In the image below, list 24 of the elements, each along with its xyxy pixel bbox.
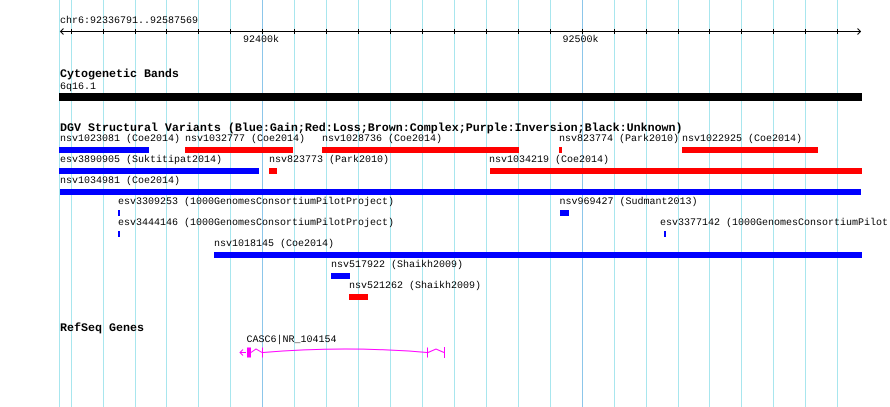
feature-label: nsv1022925 (Coe2014) [682, 134, 802, 145]
tick-label: 92400k [243, 35, 279, 46]
feature-label: esv3309253 (1000GenomesConsortiumPilotProject) [118, 197, 394, 208]
tick-label: 92500k [562, 35, 598, 46]
feature-label: nsv1023081 (Coe2014) [60, 134, 180, 145]
feature-label: nsv823773 (Park2010) [269, 155, 390, 166]
track-heading: RefSeq Genes [60, 322, 144, 334]
track-heading: Cytogenetic Bands [60, 68, 179, 81]
region-label: chr6:92336791..92587569 [60, 16, 198, 27]
feature-label: nsv1032777 (Coe2014) [185, 134, 306, 145]
feature-label: nsv1034219 (Coe2014) [489, 155, 610, 166]
feature-label: nsv517922 (Shaikh2009) [331, 260, 464, 271]
band-label: 6q16.1 [60, 82, 96, 93]
feature-label: esv3444146 (1000GenomesConsortiumPilotProject) [118, 218, 394, 229]
feature-label: nsv1018145 (Coe2014) [214, 239, 334, 250]
gene-label: CASC6|NR_104154 [246, 335, 337, 346]
feature-label: esv3890905 (Suktitipat2014) [60, 155, 222, 166]
feature-label: nsv1028736 (Coe2014) [322, 134, 442, 145]
feature-label: nsv521262 (Shaikh2009) [349, 281, 482, 292]
feature-label: esv3377142 (1000GenomesConsortiumPilot [660, 218, 888, 229]
feature-label: nsv823774 (Park2010) [559, 134, 680, 145]
feature-label: nsv1034981 (Coe2014) [60, 176, 180, 187]
feature-label: nsv969427 (Sudmant2013) [560, 197, 698, 208]
track-heading: DGV Structural Variants (Blue:Gain;Red:Loss;Brown:Complex;Purple:Inversion;Black:Unknown) [60, 122, 683, 134]
